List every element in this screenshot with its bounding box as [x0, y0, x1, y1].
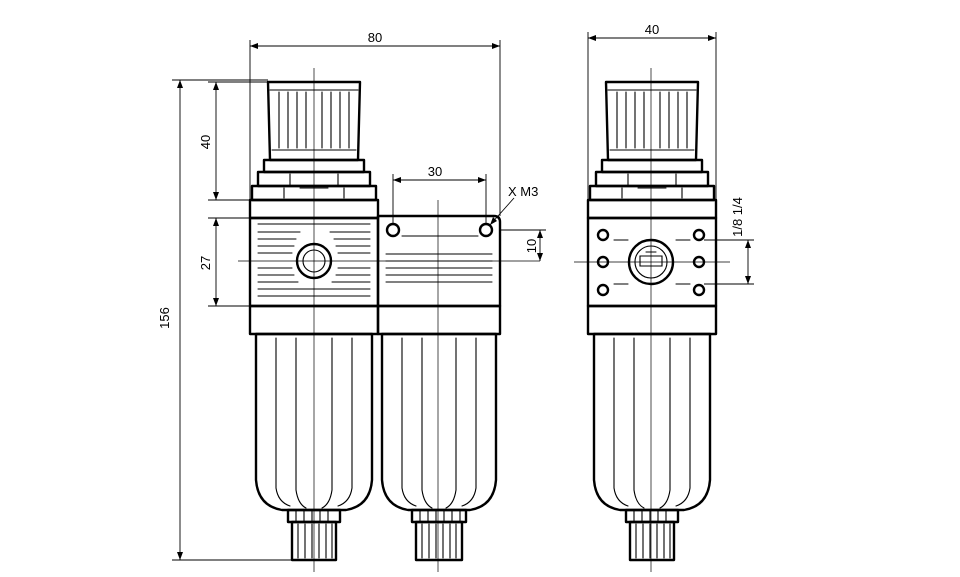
regulator-bowl — [254, 332, 374, 512]
hole-offset-label: 10 — [524, 239, 539, 253]
knob-height-label: 40 — [198, 135, 213, 149]
overall-width-label: 80 — [368, 30, 382, 45]
side-view-bowl — [592, 332, 712, 512]
total-height-label: 156 — [157, 307, 172, 329]
filter-unit — [376, 214, 502, 562]
side-view-knob — [588, 80, 716, 202]
body-height-label: 27 — [198, 256, 213, 270]
filter-drain — [410, 508, 468, 562]
filter-body — [376, 214, 502, 336]
side-width-label: 40 — [645, 22, 659, 37]
dimension-lines — [172, 32, 754, 561]
side-view-body — [586, 198, 718, 336]
filter-bowl — [380, 332, 498, 512]
port-size-label: 1/8 1/4 — [730, 197, 745, 237]
regulator-knob — [250, 80, 378, 202]
side-view-unit — [586, 80, 718, 562]
hole-thread-label: X M3 — [508, 184, 538, 199]
hole-spacing-label: 30 — [428, 164, 442, 179]
regulator-drain — [286, 508, 342, 562]
center-lines — [238, 68, 730, 572]
side-view-drain — [624, 508, 680, 562]
